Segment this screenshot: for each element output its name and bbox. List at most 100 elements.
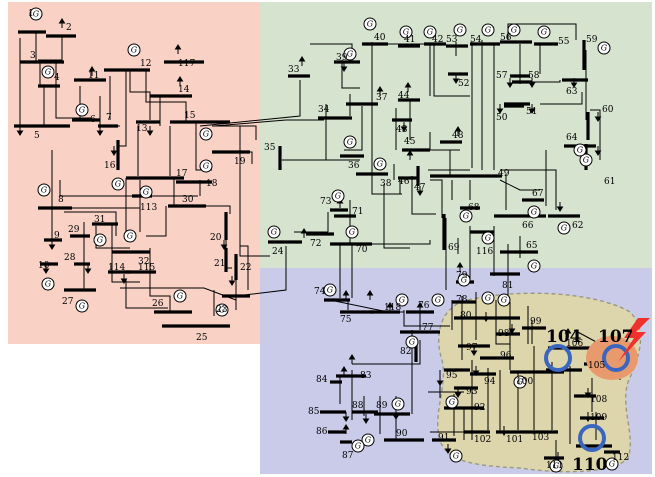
bus-label-8: 8 [58, 195, 64, 205]
bus-label-62: 62 [572, 221, 583, 231]
generator-circle-icon: G [139, 185, 153, 199]
generator-circle-icon: G [459, 209, 473, 223]
bus-label-89: 89 [376, 401, 388, 411]
load-arrow-icon [88, 66, 96, 76]
load-arrow-icon [16, 126, 24, 136]
generator-circle-icon: G [29, 7, 43, 21]
generator-circle [527, 205, 541, 219]
generator-symbol: G [115, 180, 122, 189]
bus-label-20: 20 [210, 233, 222, 243]
generator-circle-icon: G [605, 457, 619, 471]
generator-circle-icon: G [199, 159, 213, 173]
generator-circle [557, 221, 571, 235]
load-arrow-icon [416, 302, 424, 312]
generator-circle [373, 157, 387, 171]
generator-circle-icon: G [395, 293, 409, 307]
bus-label-30: 30 [182, 195, 194, 205]
bus-label-72: 72 [310, 239, 321, 249]
bus-label-64: 64 [566, 133, 578, 143]
generator-circle-icon: G [423, 25, 437, 39]
generator-symbol: G [427, 28, 434, 37]
generator-circle [41, 277, 55, 291]
bus-label-103: 103 [532, 433, 549, 443]
bus-label-86: 86 [316, 427, 328, 437]
bus-label-69: 69 [448, 243, 460, 253]
bus-label-39: 39 [336, 53, 348, 63]
generator-circle [41, 65, 55, 79]
generator-symbol: G [601, 44, 608, 53]
generator-circle-icon: G [537, 25, 551, 39]
generator-symbol: G [531, 208, 538, 217]
bus-label-3: 3 [30, 51, 36, 61]
bus-label-117: 117 [178, 59, 195, 69]
load-arrow-icon [342, 290, 350, 300]
generator-circle [343, 47, 357, 61]
generator-circle-icon: G [127, 43, 141, 57]
generator-circle [481, 231, 495, 245]
generator-circle [199, 127, 213, 141]
generator-circle-icon: G [373, 157, 387, 171]
bus-label-27: 27 [62, 297, 74, 307]
generator-symbol: G [45, 68, 52, 77]
load-arrow-icon [470, 346, 478, 356]
generator-circle [453, 23, 467, 37]
bus-label-15: 15 [184, 111, 196, 121]
bus-107-fault-area [586, 336, 638, 380]
generator-circle [481, 291, 495, 305]
generator-circle-icon: G [361, 433, 375, 447]
bus-label-66: 66 [522, 221, 534, 231]
bus-label-40: 40 [374, 33, 386, 43]
bus-label-73: 73 [320, 197, 332, 207]
generator-symbol: G [365, 436, 372, 445]
generator-circle-icon: G [391, 397, 405, 411]
load-arrow-icon [96, 126, 104, 136]
bus-label-47: 47 [414, 183, 426, 193]
generator-circle [75, 103, 89, 117]
generator-symbol: G [561, 224, 568, 233]
generator-circle [323, 283, 337, 297]
load-arrow-icon [348, 354, 356, 364]
bus-label-11: 11 [88, 71, 99, 81]
generator-circle-icon: G [457, 273, 471, 287]
generator-circle-icon: G [75, 103, 89, 117]
load-arrow-icon [594, 112, 602, 122]
generator-circle-icon: G [343, 135, 357, 149]
generator-circle-icon: G [445, 395, 459, 409]
load-arrow-icon [436, 376, 444, 386]
generator-symbol: G [511, 26, 518, 35]
bus-label-106: 106 [566, 339, 583, 349]
bus-label-52: 52 [458, 79, 469, 89]
generator-circle-icon: G [75, 299, 89, 313]
bus-label-87: 87 [342, 451, 354, 461]
generator-symbol: G [531, 262, 538, 271]
generator-symbol: G [399, 296, 406, 305]
load-arrow-icon [406, 150, 414, 160]
generator-symbol: G [347, 138, 354, 147]
generator-circle [351, 439, 365, 453]
generator-circle [139, 185, 153, 199]
bus-label-43: 43 [396, 125, 408, 135]
generator-circle-icon: G [527, 205, 541, 219]
generator-circle [549, 459, 563, 473]
load-arrow-icon [48, 240, 56, 250]
load-arrow-icon [146, 126, 154, 136]
lightning-bolt-icon [618, 318, 650, 362]
generator-circle [29, 7, 43, 21]
generator-circle-icon: G [449, 449, 463, 463]
bus-label-2: 2 [66, 23, 72, 33]
bus-label-45: 45 [404, 137, 416, 147]
load-arrow-icon [570, 78, 578, 88]
bus-label-91: 91 [438, 433, 449, 443]
bus-label-77: 77 [422, 323, 434, 333]
generator-circle-icon: G [331, 189, 345, 203]
load-arrow-icon [340, 62, 348, 72]
load-arrow-icon [42, 264, 50, 274]
bus-label-9: 9 [54, 231, 60, 241]
bus-label-100: 100 [516, 377, 533, 387]
bus-label-31: 31 [94, 215, 105, 225]
load-arrow-icon [366, 290, 374, 300]
bus-label-115: 115 [138, 263, 155, 273]
bus-label-63: 63 [566, 87, 578, 97]
